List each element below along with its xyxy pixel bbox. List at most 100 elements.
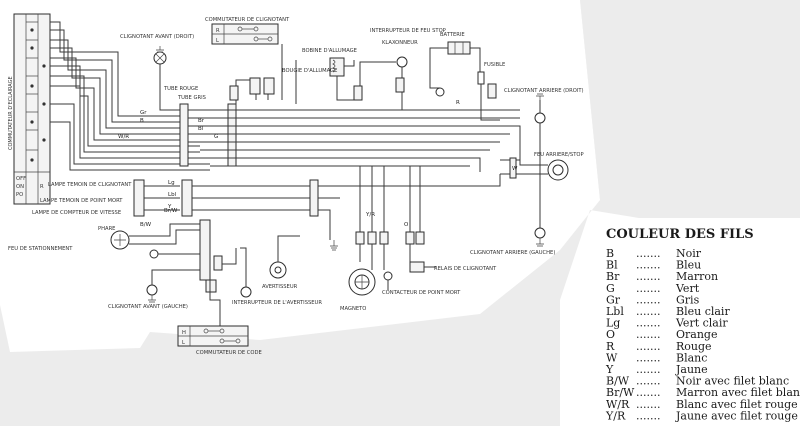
ignition-coil-label: BOBINE D'ALLUMAGE xyxy=(302,48,357,54)
legend-leader-dots: ....... xyxy=(636,375,660,388)
wire-color-labels: Gr B W/R Bl Br G Lg Lbl Y B/W Br/W Y/R O… xyxy=(118,100,518,228)
legend-leader-dots: ....... xyxy=(636,363,660,376)
battery: BATTERIE xyxy=(429,32,481,97)
turn-col-l: L xyxy=(216,38,219,44)
legend-color-name: Marron avec filet blanc xyxy=(676,386,800,399)
wire-label-bw: B/W xyxy=(140,222,152,228)
legend-leader-dots: ....... xyxy=(636,340,660,353)
turn-rear-left-label: CLIGNOTANT ARRIERE (GAUCHE) xyxy=(470,250,555,256)
headlight-label: PHARE xyxy=(98,226,115,232)
legend-leader-dots: ....... xyxy=(636,351,660,364)
wire-label-w: W xyxy=(512,166,518,172)
magneto: MAGNETO xyxy=(340,268,376,312)
legend-color-name: Vert xyxy=(675,282,700,295)
wire-label-yr: Y/R xyxy=(365,212,375,218)
tail-light-label: FEU ARRIERE/STOP xyxy=(534,152,584,158)
battery-label: BATTERIE xyxy=(440,32,465,38)
headlight: PHARE xyxy=(98,223,200,250)
legend-color-name: Noir avec filet blanc xyxy=(676,375,789,388)
indicator-lamps: LAMPE TEMOIN DE CLIGNOTANT LAMPE TEMOIN … xyxy=(32,174,501,240)
wire-label-lg: Lg xyxy=(168,180,175,186)
legend-background xyxy=(596,218,800,426)
wire-label-o: O xyxy=(404,222,409,228)
neutral-switch: CONTACTEUR DE POINT MORT xyxy=(382,271,461,296)
legend-code: Bl xyxy=(606,259,618,272)
legend-title: COULEUR DES FILS xyxy=(606,227,754,242)
rear-right-turn-signal: CLIGNOTANT ARRIERE (DROIT) xyxy=(504,88,584,228)
tube-rouge-label: TUBE ROUGE xyxy=(163,86,198,92)
fuse: FUSIBLE xyxy=(477,62,505,121)
scan-shading-right xyxy=(580,0,800,220)
legend-code: Gr xyxy=(606,293,621,306)
meter-lamp-label: LAMPE DE COMPTEUR DE VITESSE xyxy=(32,210,121,216)
legend-leader-dots: ....... xyxy=(636,270,660,283)
legend-leader-dots: ....... xyxy=(636,293,660,306)
wire-label-gr: Gr xyxy=(140,110,147,116)
turn-col-r: R xyxy=(216,28,220,34)
switch-pos-r: R xyxy=(40,184,44,190)
horn-button-label: INTERRUPTEUR DE L'AVERTISSEUR xyxy=(232,300,322,306)
switch-head-label: COMMUTATEUR D'ECLAIRAGE xyxy=(8,76,14,150)
main-harness xyxy=(188,44,521,172)
legend-leader-dots: ....... xyxy=(636,328,660,341)
turn-front-right-label: CLIGNOTANT AVANT (DROIT) xyxy=(120,34,194,40)
lower-connectors xyxy=(199,219,237,326)
legend-color-name: Rouge xyxy=(676,340,712,353)
switch-harness-wires xyxy=(50,21,210,171)
legend-leader-dots: ....... xyxy=(636,247,660,260)
legend-leader-dots: ....... xyxy=(636,398,660,411)
fuse-label: FUSIBLE xyxy=(484,62,505,68)
legend-code: Br xyxy=(606,270,620,283)
top-connectors xyxy=(229,77,497,101)
wire-label-lbl: Lbl xyxy=(168,192,177,198)
parking-light: FEU DE STATIONNEMENT xyxy=(8,246,200,259)
legend-code: B/W xyxy=(606,375,630,388)
legend-leader-dots: ....... xyxy=(636,305,660,318)
legend-code: W xyxy=(606,351,618,364)
lighting-switch-box: COMMUTATEUR D'ECLAIRAGE OFF ON PO R xyxy=(8,13,51,205)
legend-color-name: Vert clair xyxy=(675,317,728,330)
wire-label-b: B xyxy=(140,118,144,124)
horn-top-label: KLAXONNEUR xyxy=(382,40,418,46)
legend-color-name: Bleu clair xyxy=(676,305,730,318)
legend-code: Y xyxy=(605,363,614,376)
legend-code: W/R xyxy=(606,398,630,411)
legend-color-name: Noir xyxy=(676,247,702,260)
turn-signal-switch: COMMUTATEUR DE CLIGNOTANT R L xyxy=(205,17,290,45)
legend-color-name: Jaune avec filet rouge xyxy=(675,409,798,422)
ground-symbols xyxy=(148,46,544,303)
legend-color-name: Bleu xyxy=(676,259,701,272)
dimmer-switch-label: COMMUTATEUR DE CODE xyxy=(196,350,262,356)
legend-code: B xyxy=(606,247,614,260)
wire-label-g: G xyxy=(214,134,218,140)
legend-code: R xyxy=(606,340,615,353)
turn-front-left-label: CLIGNOTANT AVANT (GAUCHE) xyxy=(108,304,188,310)
legend-code: G xyxy=(606,282,615,295)
legend-leader-dots: ....... xyxy=(636,386,660,399)
turn-rear-right-label: CLIGNOTANT ARRIERE (DROIT) xyxy=(504,88,584,94)
legend-leader-dots: ....... xyxy=(636,409,660,422)
wire-label-bl: Bl xyxy=(198,126,204,132)
legend-color-name: Jaune xyxy=(675,363,708,376)
legend-leader-dots: ....... xyxy=(636,282,660,295)
wire-label-br: Br xyxy=(198,118,205,124)
legend-color-name: Blanc xyxy=(676,351,707,364)
magneto-label: MAGNETO xyxy=(340,306,366,312)
turn-switch-label: COMMUTATEUR DE CLIGNOTANT xyxy=(205,17,290,23)
neutral-lamp-label: LAMPE TEMOIN DE POINT MORT xyxy=(40,198,123,204)
dimmer-col-h: H xyxy=(182,330,186,336)
wire-label-brw: Br/W xyxy=(164,208,178,214)
flasher-relay-label: RELAIS DE CLIGNOTANT xyxy=(434,266,497,272)
legend-code: O xyxy=(606,328,615,341)
wire-label-wr: W/R xyxy=(118,134,129,140)
dimmer-col-l: L xyxy=(182,340,185,346)
switch-pos-on: ON xyxy=(16,184,24,190)
spark-plug-label: BOUGIE D'ALLUMAGE xyxy=(282,68,337,74)
flasher-relay: RELAIS DE CLIGNOTANT xyxy=(409,261,497,273)
ignition-coil: BOBINE D'ALLUMAGE BOUGIE D'ALLUMAGE xyxy=(282,48,360,101)
legend-leader-dots: ....... xyxy=(636,259,660,272)
stop-switch-label: INTERRUPTEUR DE FEU STOP xyxy=(370,28,446,34)
horn: AVERTISSEUR xyxy=(262,235,300,290)
